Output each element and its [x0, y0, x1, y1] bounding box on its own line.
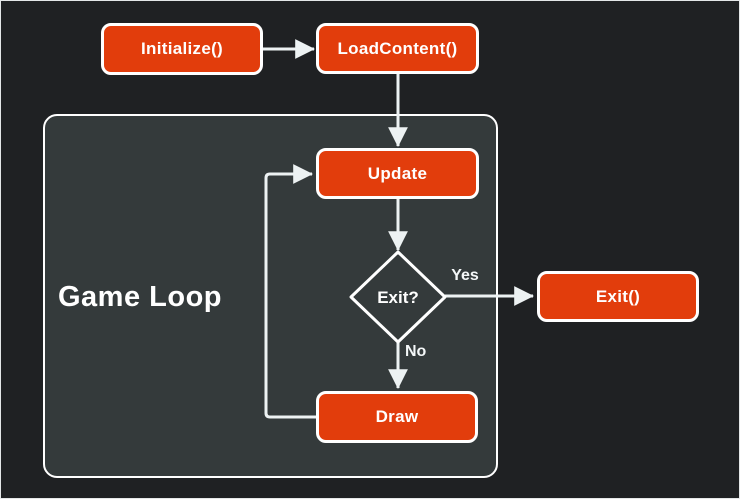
node-draw: Draw [316, 391, 478, 443]
edge-label-yes: Yes [451, 267, 479, 284]
game-loop-label: Game Loop [58, 281, 223, 313]
decision-exit-label: Exit? [377, 288, 419, 307]
node-exit: Exit() [537, 271, 699, 322]
node-load-content: LoadContent() [316, 23, 479, 74]
edge-label-no: No [405, 343, 427, 360]
node-initialize: Initialize() [101, 23, 263, 75]
node-update: Update [316, 148, 479, 199]
